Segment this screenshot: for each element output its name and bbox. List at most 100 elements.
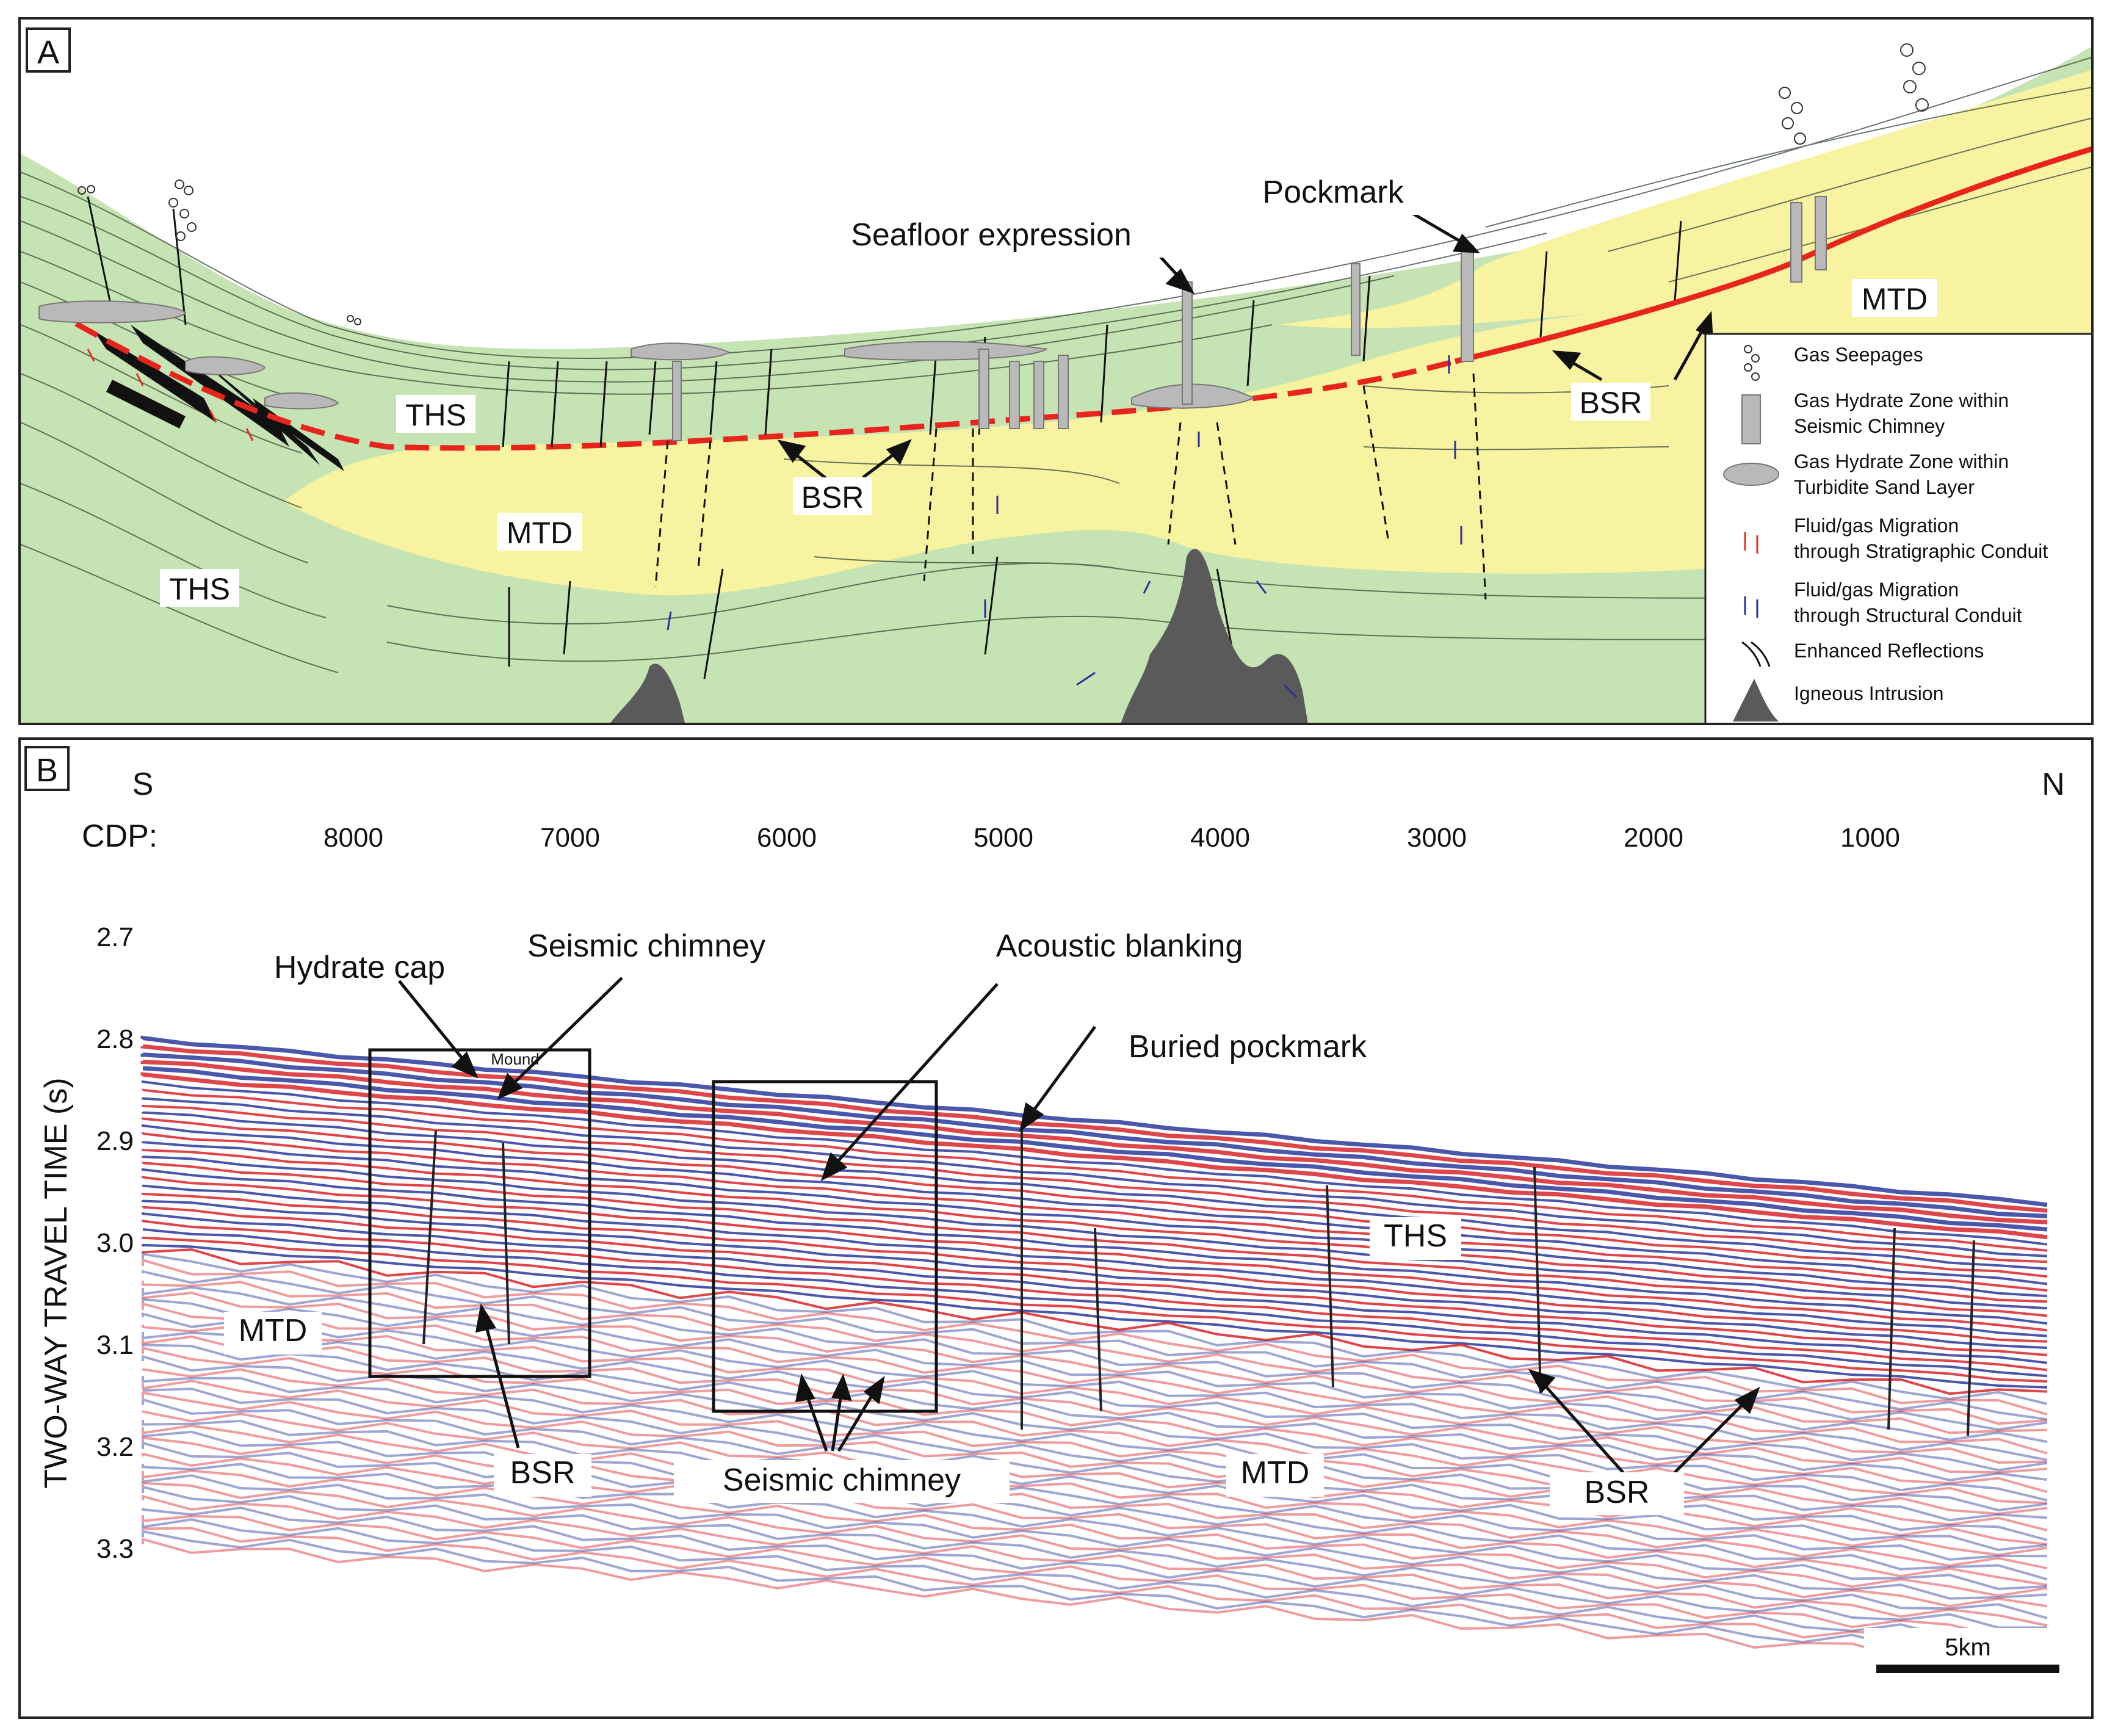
seismic-callout-arrows: [398, 977, 1760, 1474]
cdp-tick-label: 3000: [1407, 823, 1467, 853]
legend-item-text: Fluid/gas Migration: [1794, 579, 1959, 601]
reflection-line: [142, 1156, 2048, 1310]
panel-b-letter: B: [36, 752, 58, 789]
bsr-line-dashed: [43, 304, 1456, 451]
cdp-tick-label: 2000: [1624, 823, 1683, 853]
annotation-bsr-right: BSR: [1585, 1475, 1650, 1510]
reflection-line: [142, 1506, 2048, 1629]
panel-a-schematic: A THS THS MTD MTD BSR BSR Seafloor expre…: [18, 17, 2094, 725]
reflection-line: [142, 1162, 2048, 1317]
igneous-intrusion-icon: [1733, 679, 1779, 722]
red-arrows-icon: [1744, 532, 1758, 554]
label-boxes: [26, 27, 1937, 607]
chimney-box-left: [368, 1048, 591, 1378]
reflection-line: [142, 1514, 2048, 1638]
reflection-line: [142, 1192, 2048, 1343]
reflection-line: [142, 1398, 2048, 1541]
unit-label-mtd-right: MTD: [1862, 282, 1928, 316]
reflection-line: [142, 1141, 2048, 1298]
scale-bar-label: 5km: [1945, 1634, 1991, 1661]
y-tick-label: 2.8: [96, 1024, 134, 1054]
bedding-lines: [21, 57, 2091, 673]
y-tick-label: 3.3: [96, 1534, 134, 1564]
reflection-line: [142, 1474, 2048, 1600]
gas-seepage-bubbles: [78, 43, 1929, 325]
red-migration-arrows: [87, 349, 254, 441]
reflection-line: [142, 1168, 2048, 1325]
reflection-line: [142, 1080, 2048, 1246]
hydrate-zones: [38, 196, 1827, 441]
annotation-buried-pockmark: Buried pockmark: [1129, 1029, 1367, 1065]
reflection-line: [142, 1298, 2048, 1444]
legend-item-text: through Stratigraphic Conduit: [1794, 540, 2048, 562]
reflection-line: [142, 1469, 2048, 1597]
reflection-line: [142, 1286, 2048, 1431]
reflection-line: [142, 1518, 2048, 1640]
annotation-mound: Mound: [491, 1050, 540, 1068]
reflection-line: [142, 1184, 2048, 1337]
panel-a-canvas: A THS THS MTD MTD BSR BSR Seafloor expre…: [21, 20, 2091, 723]
annotation-mtd-center: MTD: [1241, 1455, 1310, 1491]
reflection-line: [142, 1344, 2048, 1481]
callout-pockmark: Pockmark: [1262, 175, 1404, 210]
reflection-line: [142, 1228, 2048, 1378]
reflection-line: [142, 1270, 2048, 1421]
cdp-tick-label: 8000: [323, 823, 383, 853]
unit-label-ths-lower: THS: [169, 572, 230, 606]
legend-icons: [1723, 345, 1779, 722]
reflection-line: [142, 1281, 2048, 1425]
reflection-line: [142, 1253, 2048, 1405]
reflection-line: [142, 1132, 2048, 1292]
callout-seafloor-expression: Seafloor expression: [851, 217, 1132, 253]
seismic-reflections: [140, 1035, 2048, 1667]
y-tick-label: 3.0: [96, 1228, 134, 1258]
hydrate-chimney-icon: [1741, 394, 1761, 444]
reflection-line: [142, 1236, 2048, 1383]
panel-a-letter: A: [37, 34, 59, 71]
chimney-box-center: [712, 1080, 938, 1413]
reflection-line: [142, 1376, 2048, 1512]
legend-item-text: through Structural Conduit: [1794, 604, 2022, 626]
reflection-line: [142, 1220, 2048, 1372]
annotation-seismic-chimney-top: Seismic chimney: [527, 928, 765, 964]
reflection-line: [142, 1324, 2048, 1464]
label-plates: [24, 746, 1684, 1515]
y-ticks: 2.72.82.93.03.13.23.3: [96, 922, 134, 1564]
reflection-line: [142, 1436, 2048, 1570]
blue-arrows-icon: [1744, 596, 1758, 618]
legend-item-text: Gas Hydrate Zone within: [1794, 389, 2009, 411]
annotation-seismic-chimney-bottom: Seismic chimney: [723, 1463, 961, 1498]
gas-seepage-icon: [1744, 345, 1760, 381]
reflection-line: [142, 1463, 2048, 1591]
reflection-line: [140, 1035, 2048, 1207]
cdp-tick-label: 1000: [1840, 823, 1900, 853]
direction-north: N: [2042, 767, 2065, 802]
igneous-intrusions: [610, 549, 1308, 723]
reflection-line: [142, 1331, 2048, 1472]
cdp-tick-label: 6000: [757, 823, 817, 853]
reflection-line: [142, 1452, 2048, 1586]
y-tick-label: 2.9: [96, 1126, 134, 1156]
reflection-line: [142, 1441, 2048, 1581]
reflection-line: [142, 1117, 2048, 1278]
unit-label-mtd-left: MTD: [507, 516, 573, 550]
reflection-line: [142, 1380, 2048, 1516]
reflection-line: [142, 1424, 2048, 1557]
reflection-line: [142, 1243, 2048, 1389]
scale-bar: [1876, 1665, 2059, 1673]
enhanced-reflection-icon: [1741, 641, 1771, 667]
cdp-tick-label: 7000: [540, 823, 600, 853]
reflection-line: [142, 1088, 2048, 1252]
reflection-line: [142, 1124, 2048, 1286]
reflection-line: [142, 1248, 2048, 1395]
reflection-line: [142, 1176, 2048, 1332]
direction-south: S: [132, 767, 154, 802]
reflection-line: [142, 1212, 2048, 1364]
y-axis-label: TWO-WAY TRAVEL TIME (s): [38, 1077, 74, 1488]
scale-bar-plate: [1864, 1628, 2072, 1686]
reflection-line: [142, 1302, 2048, 1455]
legend-item-text: Seismic Chimney: [1794, 415, 1945, 437]
